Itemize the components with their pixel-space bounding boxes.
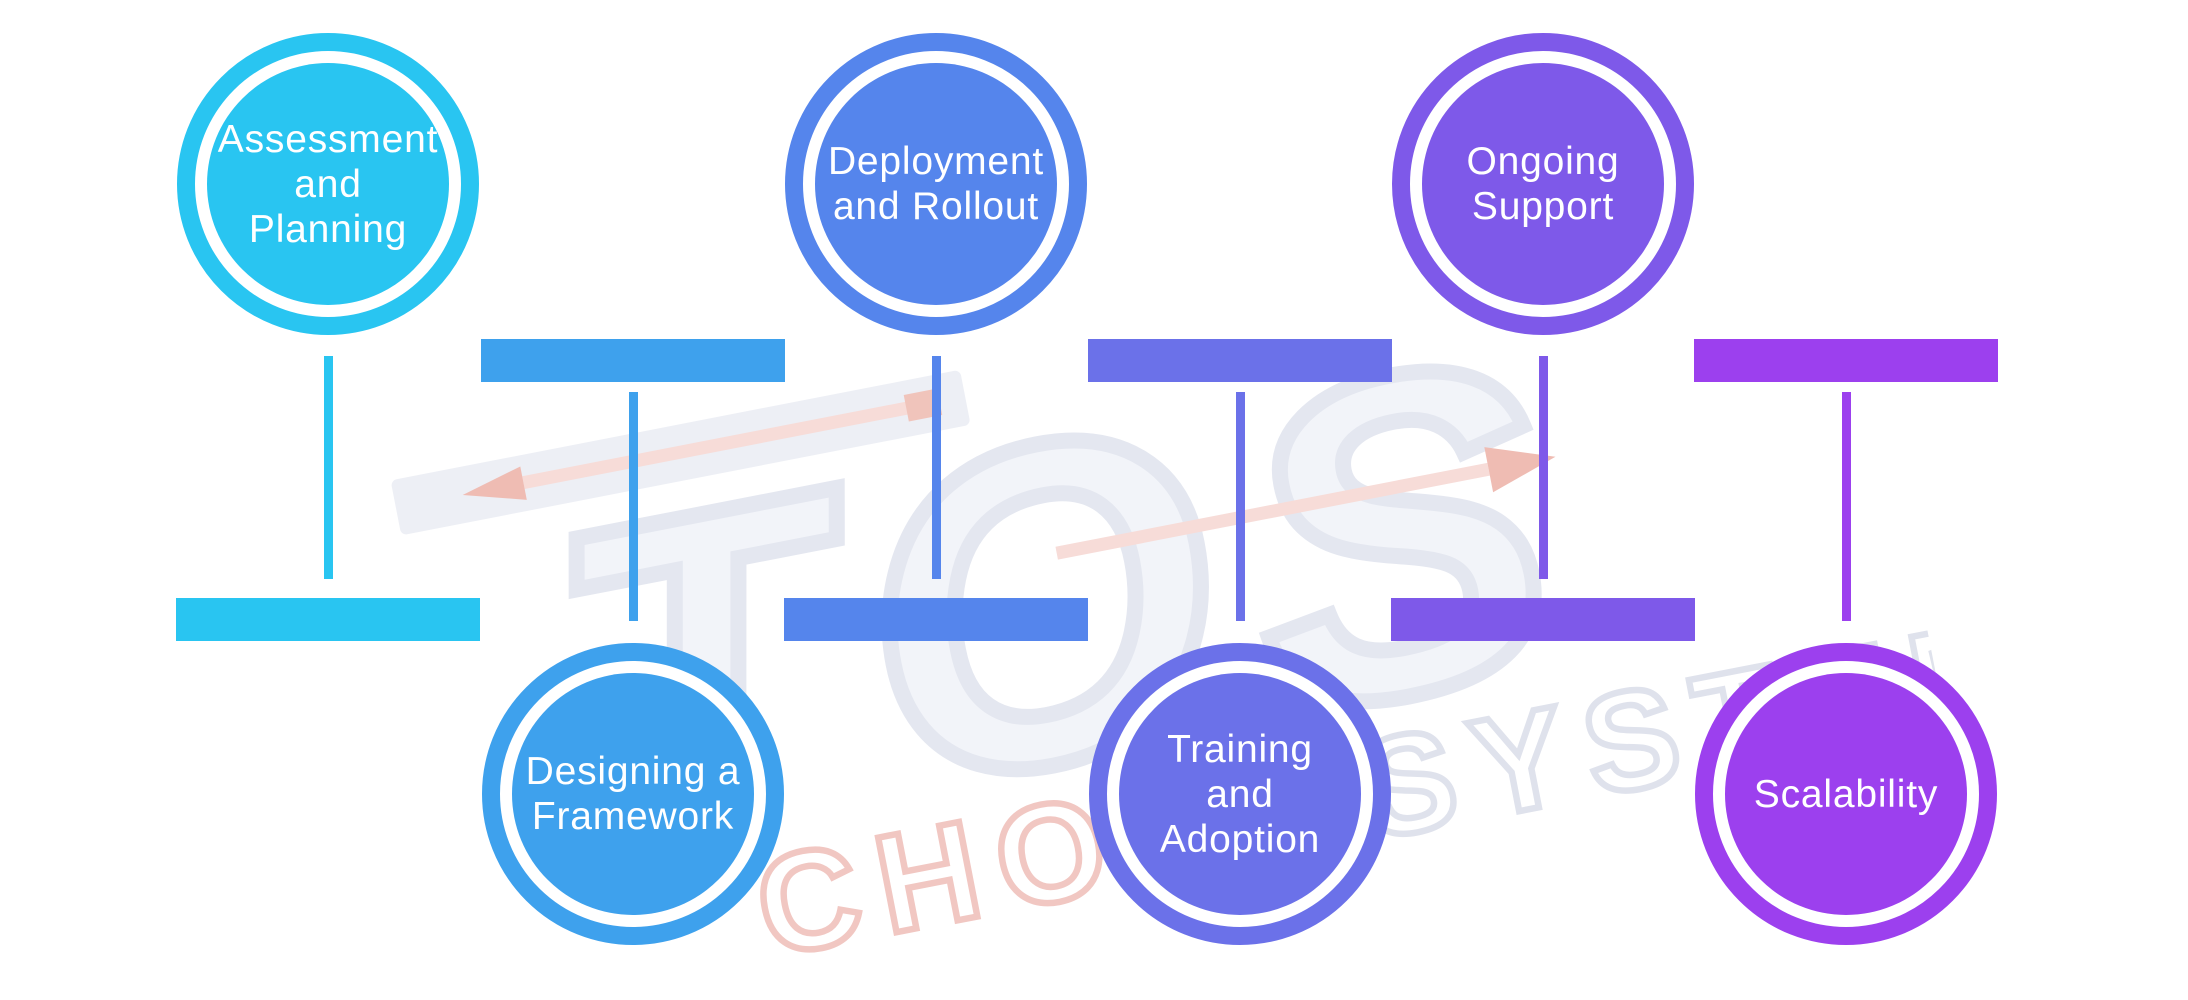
step-6-label: Scalability xyxy=(1725,673,1967,915)
step-2-bar xyxy=(481,339,785,382)
step-4-connector xyxy=(1236,392,1245,621)
step-1-label: Assessment and Planning xyxy=(207,63,449,305)
step-4-label: Training and Adoption xyxy=(1119,673,1361,915)
step-2-circle: Designing a Framework xyxy=(482,643,784,945)
step-1-bar xyxy=(176,598,480,641)
step-3-connector xyxy=(932,356,941,579)
step-3-label: Deployment and Rollout xyxy=(815,63,1057,305)
step-1-label-line: Assessment xyxy=(217,117,439,161)
step-3-circle: Deployment and Rollout xyxy=(785,33,1087,335)
step-4-label-line: and xyxy=(1206,772,1274,816)
step-1-label-line: Planning xyxy=(248,207,408,251)
step-6-label-line: Scalability xyxy=(1753,772,1939,816)
step-2-label: Designing a Framework xyxy=(512,673,754,915)
step-4-label-line: Adoption xyxy=(1159,817,1321,861)
step-1-label-line: and xyxy=(294,162,362,206)
step-5-label-line: Ongoing xyxy=(1466,140,1620,183)
step-5-label: Ongoing Support xyxy=(1422,63,1664,305)
step-6-circle: Scalability xyxy=(1695,643,1997,945)
step-1-circle: Assessment and Planning xyxy=(177,33,479,335)
step-3-bar xyxy=(784,598,1088,641)
step-4-label-line: Training xyxy=(1167,727,1313,771)
step-1-connector xyxy=(324,356,333,579)
watermark-left-arrow-line xyxy=(522,396,937,490)
step-5-circle: Ongoing Support xyxy=(1392,33,1694,335)
watermark-right-arrow-line xyxy=(1055,462,1490,560)
step-2-label-line: Designing a xyxy=(525,750,741,793)
step-6-connector xyxy=(1842,392,1851,621)
step-5-connector xyxy=(1539,356,1548,579)
watermark-band xyxy=(391,370,970,535)
step-5-bar xyxy=(1391,598,1695,641)
step-3-label-line: Deployment xyxy=(827,140,1045,183)
step-5-label-line: Support xyxy=(1471,185,1615,228)
step-2-connector xyxy=(629,392,638,621)
step-3-label-line: and Rollout xyxy=(832,185,1040,228)
step-6-bar xyxy=(1694,339,1998,382)
step-2-label-line: Framework xyxy=(531,795,735,838)
step-4-bar xyxy=(1088,339,1392,382)
step-4-circle: Training and Adoption xyxy=(1089,643,1391,945)
watermark-left-arrowhead xyxy=(462,466,527,500)
watermark-right-arrowhead xyxy=(1484,447,1556,493)
